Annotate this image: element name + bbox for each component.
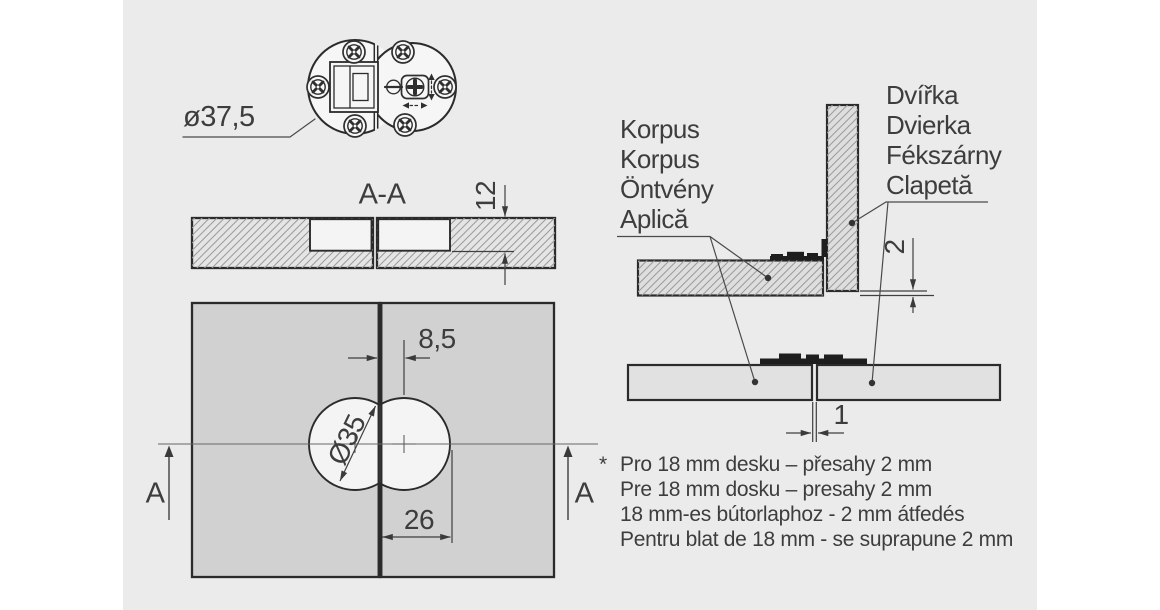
overlay-dimension-value: 2 [879, 239, 910, 255]
phillips-screw-icon [432, 74, 458, 100]
leader-dot [868, 379, 876, 387]
section-title: A-A [358, 178, 406, 211]
section-marker-a-right: A [574, 477, 594, 510]
diameter-label: ø37,5 [183, 101, 255, 133]
carcass-label-block: Korpus Korpus Öntvény Aplică [620, 114, 714, 234]
milled-pocket-left [309, 218, 373, 252]
hinge-profile-corner [770, 239, 827, 261]
door-label-block: Dvířka Dvierka Fékszárny Clapetă [886, 80, 1002, 200]
carcass-label-sk: Korpus [620, 144, 700, 174]
overlay-dimension-lines [860, 238, 934, 313]
footnote-line-hu: 18 mm-es bútorlaphoz - 2 mm átfedés [620, 503, 965, 526]
horizontal-adjust-arrow-icon [402, 102, 428, 109]
hinge-knuckle [329, 61, 379, 113]
flat-section-view [626, 353, 1002, 442]
footnote-marker: * [599, 453, 607, 476]
carcass-label-hu: Öntvény [620, 174, 714, 204]
edge-dimension-value: 26 [403, 504, 435, 535]
offset-dimension-value: 8,5 [418, 323, 456, 354]
phillips-screw-icon [392, 112, 418, 138]
gap-dimension-value: 1 [833, 399, 849, 430]
offset-dimension-lines [348, 340, 430, 395]
vertical-adjust-arrow-icon [428, 73, 435, 101]
leader-dot [848, 219, 856, 227]
section-view-aa [190, 185, 557, 285]
phillips-screw-icon [305, 74, 331, 100]
leader-dot [764, 274, 772, 282]
door-leader-corner [851, 201, 988, 224]
edge-dimension-lines [382, 450, 453, 543]
flat-panel-left [626, 363, 814, 402]
leader-lines [617, 201, 988, 387]
phillips-screw-icon [390, 39, 416, 65]
leader-dot [751, 378, 759, 386]
milled-pocket-right [377, 218, 451, 252]
slotted-screw-icon [383, 79, 404, 95]
flat-panel-right [815, 363, 1002, 402]
hinge-profile-flat [760, 353, 867, 364]
footnote-line-sk: Pre 18 mm dosku – presahy 2 mm [620, 478, 932, 501]
door-label-ro: Clapetă [886, 170, 973, 200]
corner-section-view [636, 103, 934, 313]
footnote-line-cz: Pro 18 mm desku – přesahy 2 mm [620, 453, 932, 476]
plan-view [158, 301, 598, 579]
carcass-label-cz: Korpus [620, 114, 700, 144]
door-label-hu: Fékszárny [886, 140, 1002, 170]
carcass-leader-flat [709, 236, 756, 383]
door-label-sk: Dvierka [886, 110, 971, 140]
footnote-line-ro: Pentru blat de 18 mm - se suprapune 2 mm [620, 528, 1014, 551]
carcass-label-ro: Aplică [620, 204, 688, 234]
depth-dimension-value: 12 [470, 180, 501, 212]
section-marker-a-left: A [145, 477, 165, 510]
phillips-screw-icon [341, 39, 367, 65]
depth-dimension-lines [452, 185, 514, 285]
hinge-top-view [182, 39, 458, 139]
door-leader-flat [871, 201, 889, 384]
gap-dimension-lines [786, 402, 844, 442]
section-marker-arrows [164, 445, 573, 520]
diameter-leader-line [182, 118, 316, 138]
adjustment-screw-icon [400, 74, 430, 100]
phillips-screw-icon [342, 113, 368, 139]
door-label-cz: Dvířka [886, 80, 959, 110]
bore-diameter-dimension-line [339, 405, 377, 482]
